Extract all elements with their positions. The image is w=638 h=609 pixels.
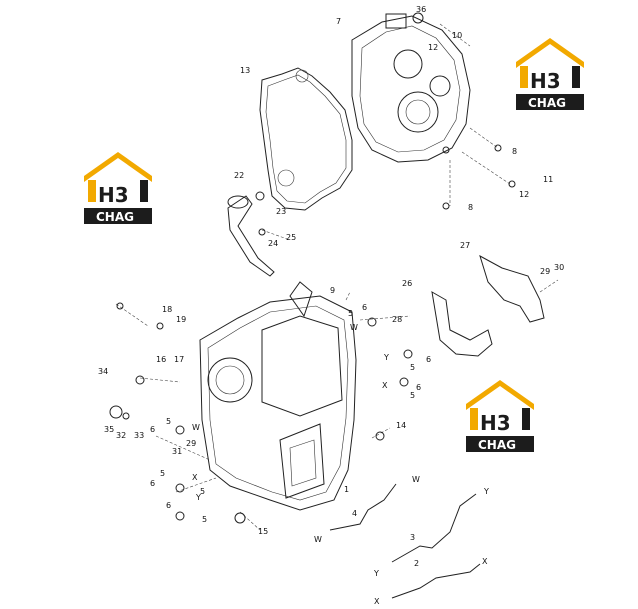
callout-26: 26 (402, 279, 412, 288)
callout-8b: 8 (468, 203, 473, 212)
gasket-cover (259, 67, 353, 211)
callout-19: 19 (176, 315, 186, 324)
callout-16: 16 (156, 355, 166, 364)
port-y-3: Y (483, 487, 489, 496)
callout-29b: 29 (186, 439, 196, 448)
callout-6d: 6 (150, 425, 155, 434)
svg-text:CHAG: CHAG (478, 438, 516, 452)
hardware-leaders (115, 23, 559, 531)
callout-17: 17 (174, 355, 184, 364)
tube-2 (391, 563, 481, 599)
guard-lower (431, 291, 493, 357)
callout-6f: 6 (166, 501, 171, 510)
hardware-fittings (109, 12, 516, 524)
port-y-1: Y (383, 353, 389, 362)
svg-text:CHAG: CHAG (96, 210, 134, 224)
callout-12a: 12 (428, 43, 438, 52)
callout-36: 36 (416, 5, 426, 14)
callout-6b: 6 (426, 355, 431, 364)
port-labels: W Y X W X Y W W Y Y X X (192, 323, 489, 606)
callout-labels: 36 7 10 12 13 8 11 12 8 22 23 25 24 27 2… (98, 5, 564, 568)
callout-5d: 5 (166, 417, 171, 426)
callout-32: 32 (116, 431, 126, 440)
callout-6c: 6 (416, 383, 421, 392)
port-y-4: Y (373, 569, 379, 578)
port-x-2: X (192, 473, 198, 482)
callout-6a: 6 (362, 303, 367, 312)
guard-upper (479, 254, 545, 323)
tube-3 (391, 493, 477, 563)
callout-10: 10 (452, 31, 462, 40)
brand-logo-top-right: H3 CHAG (516, 38, 584, 110)
brand-logo-mid-right: H3 CHAG (466, 380, 534, 452)
callout-18: 18 (162, 305, 172, 314)
callout-5c: 5 (410, 391, 415, 400)
callout-3: 3 (410, 533, 415, 542)
callout-22: 22 (234, 171, 244, 180)
callout-8a: 8 (512, 147, 517, 156)
callout-5f: 5 (200, 487, 205, 496)
callout-6e: 6 (150, 479, 155, 488)
front-cover-plate (351, 13, 471, 163)
port-w-1: W (350, 323, 358, 332)
callout-9: 9 (330, 286, 335, 295)
svg-text:H3: H3 (98, 183, 129, 207)
port-x-4: X (374, 597, 380, 606)
port-y-2: Y (195, 493, 201, 502)
callout-15: 15 (258, 527, 268, 536)
port-w-4: W (314, 535, 322, 544)
tube-4 (329, 483, 397, 531)
callout-5a: 5 (348, 309, 353, 318)
callout-7: 7 (336, 17, 341, 26)
callout-30: 30 (554, 263, 564, 272)
callout-5e: 5 (160, 469, 165, 478)
callout-34: 34 (98, 367, 108, 376)
callout-11: 11 (543, 175, 553, 184)
callout-31: 31 (172, 447, 182, 456)
callout-4: 4 (352, 509, 357, 518)
callout-13: 13 (240, 66, 250, 75)
port-x-1: X (382, 381, 388, 390)
callout-24: 24 (268, 239, 278, 248)
callout-12b: 12 (519, 190, 529, 199)
port-x-3: X (482, 557, 488, 566)
callout-35: 35 (104, 425, 114, 434)
callout-28: 28 (392, 315, 402, 324)
callout-23: 23 (276, 207, 286, 216)
svg-text:H3: H3 (530, 69, 561, 93)
main-housing (199, 281, 357, 511)
brand-logo-left: H3 CHAG (84, 152, 152, 224)
fill-tube (227, 191, 275, 277)
callout-33: 33 (134, 431, 144, 440)
port-w-2: W (192, 423, 200, 432)
port-w-3: W (412, 475, 420, 484)
callout-27: 27 (460, 241, 470, 250)
callout-14: 14 (396, 421, 406, 430)
callout-2: 2 (414, 559, 419, 568)
callout-29: 29 (540, 267, 550, 276)
callout-5g: 5 (202, 515, 207, 524)
callout-5b: 5 (410, 363, 415, 372)
svg-text:CHAG: CHAG (528, 96, 566, 110)
svg-text:H3: H3 (480, 411, 511, 435)
callout-1: 1 (344, 485, 349, 494)
callout-25: 25 (286, 233, 296, 242)
